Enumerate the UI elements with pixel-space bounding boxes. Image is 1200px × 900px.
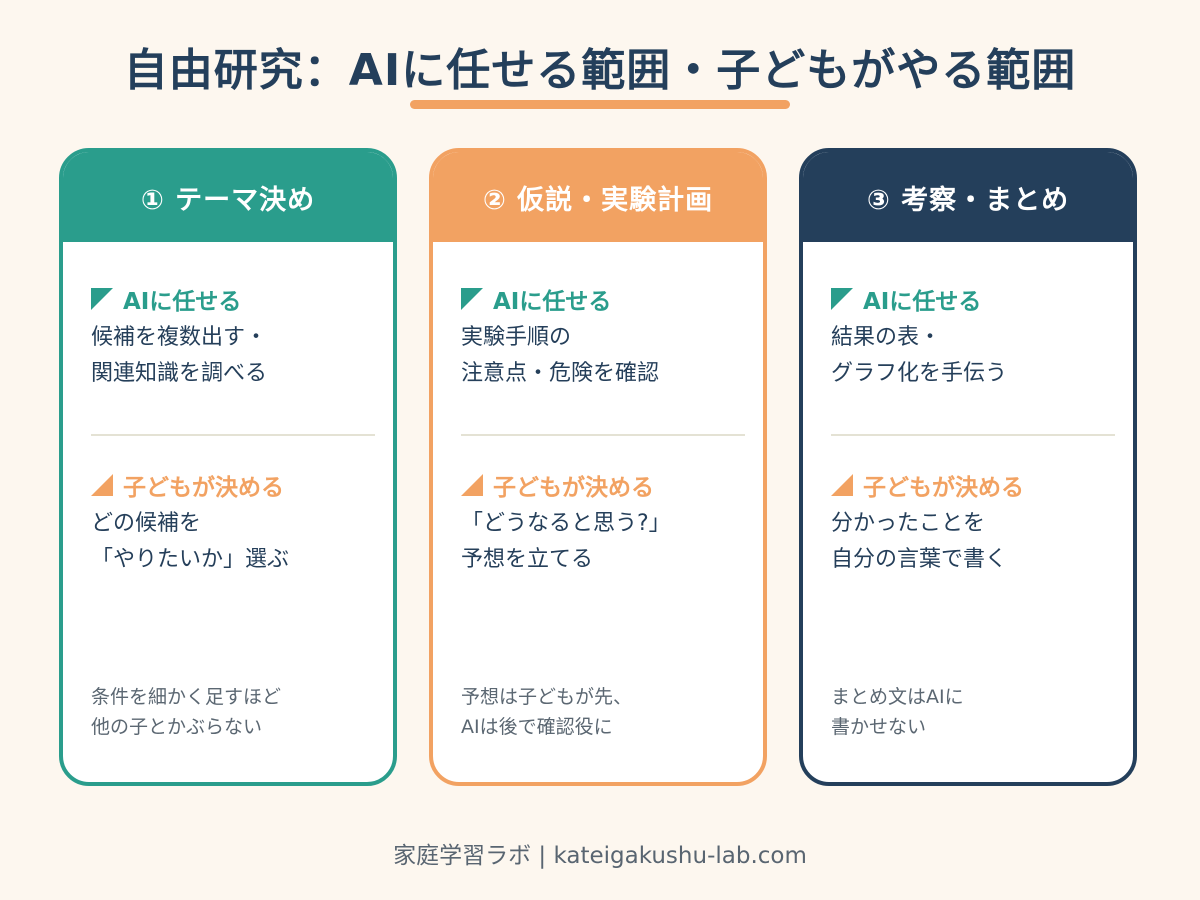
ai-section-label: AIに任せる — [91, 282, 241, 316]
card-note: まとめ文はAIに書かせない — [831, 686, 964, 738]
card-theme: ① テーマ決め AIに任せる 候補を複数出す・関連知識を調べる 子どもが決める … — [59, 148, 397, 786]
child-task-text: 「どうなると思う?」予想を立てる — [461, 511, 671, 572]
card-hypothesis: ② 仮説・実験計画 AIに任せる 実験手順の注意点・危険を確認 子どもが決める … — [429, 148, 767, 786]
divider — [831, 434, 1115, 436]
ai-section-label: AIに任せる — [831, 282, 981, 316]
card-body: AIに任せる 結果の表・グラフ化を手伝う 子どもが決める 分かったことを自分の言… — [803, 242, 1133, 782]
ai-label-text: AIに任せる — [493, 289, 612, 315]
triangle-icon — [831, 474, 853, 496]
triangle-icon — [461, 288, 483, 310]
card-header: ③ 考察・まとめ — [803, 152, 1133, 242]
title-underline — [410, 100, 790, 109]
child-section-label: 子どもが決める — [461, 468, 654, 502]
triangle-icon — [831, 288, 853, 310]
triangle-icon — [91, 288, 113, 310]
ai-label-text: AIに任せる — [863, 289, 982, 315]
triangle-icon — [91, 474, 113, 496]
card-conclusion: ③ 考察・まとめ AIに任せる 結果の表・グラフ化を手伝う 子どもが決める 分か… — [799, 148, 1137, 786]
card-body: AIに任せる 候補を複数出す・関連知識を調べる 子どもが決める どの候補を「やり… — [63, 242, 393, 782]
divider — [91, 434, 375, 436]
ai-task-text: 結果の表・グラフ化を手伝う — [831, 325, 1008, 386]
ai-task-text: 実験手順の注意点・危険を確認 — [461, 325, 660, 386]
page-title: 自由研究：AIに任せる範囲・子どもがやる範囲 — [123, 45, 1077, 96]
card-note: 予想は子どもが先、AIは後で確認役に — [461, 686, 633, 738]
child-label-text: 子どもが決める — [123, 475, 284, 501]
ai-section-label: AIに任せる — [461, 282, 611, 316]
card-note: 条件を細かく足すほど他の子とかぶらない — [91, 686, 282, 738]
child-task-text: 分かったことを自分の言葉で書く — [831, 511, 1008, 572]
footer-credit: 家庭学習ラボ | kateigakushu-lab.com — [393, 843, 807, 869]
ai-label-text: AIに任せる — [123, 289, 242, 315]
card-header: ① テーマ決め — [63, 152, 393, 242]
child-task-text: どの候補を「やりたいか」選ぶ — [91, 511, 290, 572]
card-header: ② 仮説・実験計画 — [433, 152, 763, 242]
child-label-text: 子どもが決める — [493, 475, 654, 501]
triangle-icon — [461, 474, 483, 496]
child-label-text: 子どもが決める — [863, 475, 1024, 501]
card-body: AIに任せる 実験手順の注意点・危険を確認 子どもが決める 「どうなると思う?」… — [433, 242, 763, 782]
child-section-label: 子どもが決める — [831, 468, 1024, 502]
ai-task-text: 候補を複数出す・関連知識を調べる — [91, 325, 268, 386]
child-section-label: 子どもが決める — [91, 468, 284, 502]
divider — [461, 434, 745, 436]
